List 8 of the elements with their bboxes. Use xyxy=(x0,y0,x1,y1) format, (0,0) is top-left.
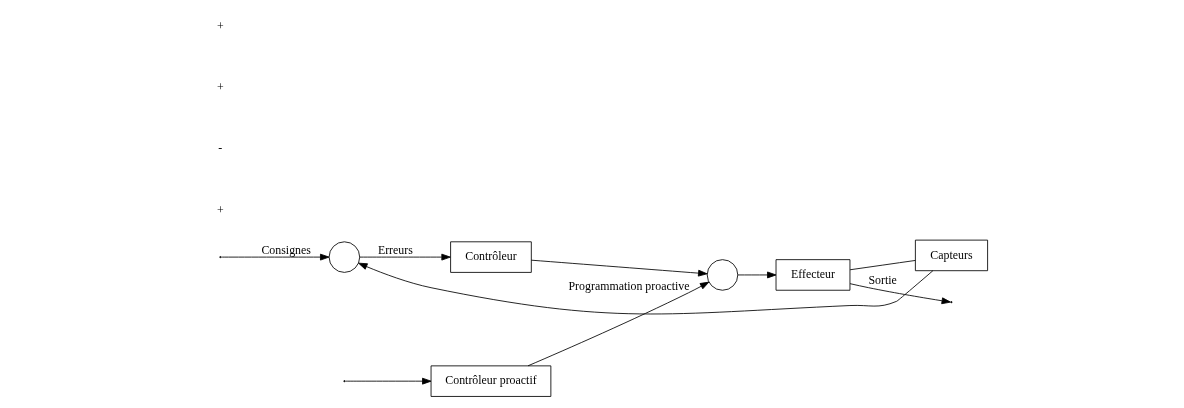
edge-label: Programmation proactive xyxy=(568,278,690,293)
edge-label: Sortie xyxy=(867,273,897,288)
label: + xyxy=(216,80,224,95)
label: + xyxy=(216,18,224,33)
edge-label: Consignes xyxy=(260,242,311,257)
label: + xyxy=(216,202,224,217)
edge-label: Erreurs xyxy=(377,242,413,257)
label: - xyxy=(217,141,222,156)
